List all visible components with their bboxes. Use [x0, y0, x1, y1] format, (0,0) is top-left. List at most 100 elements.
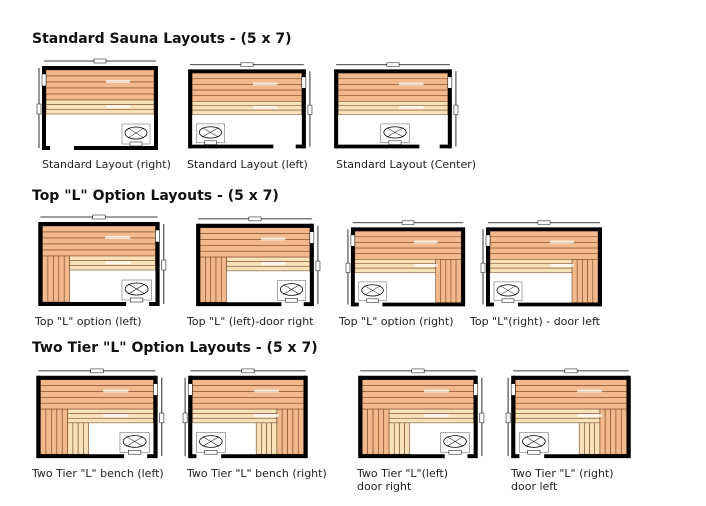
upper-bench-slat [354, 247, 462, 255]
upper-bench-slat [514, 402, 627, 410]
upper-bench-slat [514, 385, 627, 392]
heater-grate [202, 127, 219, 138]
upper-bench-slat [199, 250, 311, 258]
layout-diagram[interactable] [505, 366, 639, 464]
layout-diagram[interactable] [182, 60, 314, 154]
bench-label [103, 389, 129, 393]
layout-diagram[interactable] [328, 60, 460, 154]
upper-bench-slat [489, 230, 599, 238]
dimension-label-box [182, 412, 188, 424]
lower-bench-slat [191, 101, 303, 107]
upper-bench-slat [191, 391, 304, 398]
dimension-label-box [564, 368, 578, 374]
heater-control [204, 140, 217, 145]
window-icon [350, 234, 356, 247]
layout-caption: Standard Layout (Center) [336, 158, 477, 171]
layout-diagram[interactable] [30, 366, 166, 464]
bench-label [254, 414, 279, 417]
l-bench-slat [455, 259, 462, 303]
upper-bench-slat [191, 95, 303, 102]
l-bench-slat [56, 408, 63, 455]
l-bench-slat [582, 259, 588, 303]
layout-diagram[interactable] [36, 56, 166, 156]
upper-bench-slat [191, 402, 304, 410]
layout-diagram[interactable] [182, 366, 316, 464]
heater-control [204, 450, 218, 455]
bench-label [550, 240, 574, 244]
dimension-label-box [248, 216, 262, 222]
dimension-label-box [159, 412, 165, 424]
lower-l-bench-slat [77, 422, 84, 455]
l-bench-slat [199, 256, 206, 303]
window-icon [155, 229, 160, 243]
l-bench-slat [615, 408, 622, 455]
lower-l-bench-slat [388, 422, 395, 455]
layout-diagram[interactable] [190, 214, 322, 312]
section-title-top-l: Top "L" Option Layouts - (5 x 7) [32, 188, 279, 204]
heater-grate [364, 285, 381, 296]
upper-bench-slat [337, 89, 449, 97]
upper-bench-slat [514, 391, 627, 398]
lower-bench-slat [388, 408, 474, 414]
upper-bench-slat [191, 72, 303, 80]
l-bench-slat [297, 408, 304, 455]
bench-label [106, 105, 130, 108]
upper-bench-slat [191, 379, 304, 386]
lower-l-bench-slat [271, 422, 278, 455]
layout-caption: Two Tier "L" bench (left) [32, 467, 164, 480]
bench-label [106, 80, 130, 83]
lower-bench-slat [337, 101, 449, 107]
section-title-two-tier-l: Two Tier "L" Option Layouts - (5 x 7) [32, 340, 318, 356]
lower-bench-slat [354, 267, 436, 273]
floor-plan-svg [38, 214, 167, 306]
dimension-label-box [92, 214, 106, 220]
l-bench-slat [220, 256, 227, 303]
lower-bench-slat [226, 265, 311, 272]
heater-grate [386, 127, 404, 138]
l-bench-slat [40, 408, 47, 455]
lower-bench-slat [489, 259, 573, 265]
layout-diagram[interactable] [352, 366, 486, 464]
bench-label [399, 82, 424, 86]
layout-diagram[interactable] [345, 218, 473, 312]
lower-l-bench-slat [393, 422, 400, 455]
upper-bench-slat [40, 391, 154, 398]
lower-bench-slat [337, 109, 449, 115]
upper-bench-slat [191, 89, 303, 97]
layout-caption: Top "L" (left)-door right [187, 315, 314, 328]
heater-grate [202, 436, 220, 447]
l-bench-slat [372, 408, 379, 455]
l-bench-slat [281, 408, 288, 455]
window-icon [473, 383, 479, 396]
upper-bench-slat [40, 385, 154, 392]
layout-caption: Standard Layout (left) [187, 158, 308, 171]
l-bench-slat [292, 408, 299, 455]
layout-caption-line2: door right [357, 480, 412, 493]
heater-control [366, 298, 379, 303]
upper-bench-slat [354, 242, 462, 249]
lower-bench-slat [191, 109, 303, 115]
lower-bench-slat [45, 109, 155, 115]
heater-grate [126, 436, 144, 447]
lower-bench-slat [514, 417, 601, 424]
layout-caption: Top "L" option (right) [339, 315, 454, 328]
heater-control [448, 450, 462, 455]
layout-diagram[interactable] [32, 212, 168, 312]
dimension-label-box [505, 412, 511, 424]
l-bench-slat [576, 259, 583, 303]
heater-grate [283, 284, 300, 295]
heater-grate [525, 436, 543, 447]
floor-plan-svg [196, 216, 321, 307]
heater-grate [128, 283, 146, 295]
bench-label [413, 264, 438, 267]
lower-bench-slat [67, 417, 154, 424]
window-icon [187, 383, 193, 396]
lower-l-bench-slat [584, 422, 590, 455]
upper-bench-slat [354, 236, 462, 243]
lower-bench-slat [388, 417, 474, 424]
layout-diagram[interactable] [480, 218, 610, 312]
upper-bench-slat [199, 227, 311, 234]
l-bench-slat [445, 259, 452, 303]
lower-bench-slat [67, 408, 154, 414]
layout-caption: Two Tier "L"(left) [357, 467, 448, 480]
